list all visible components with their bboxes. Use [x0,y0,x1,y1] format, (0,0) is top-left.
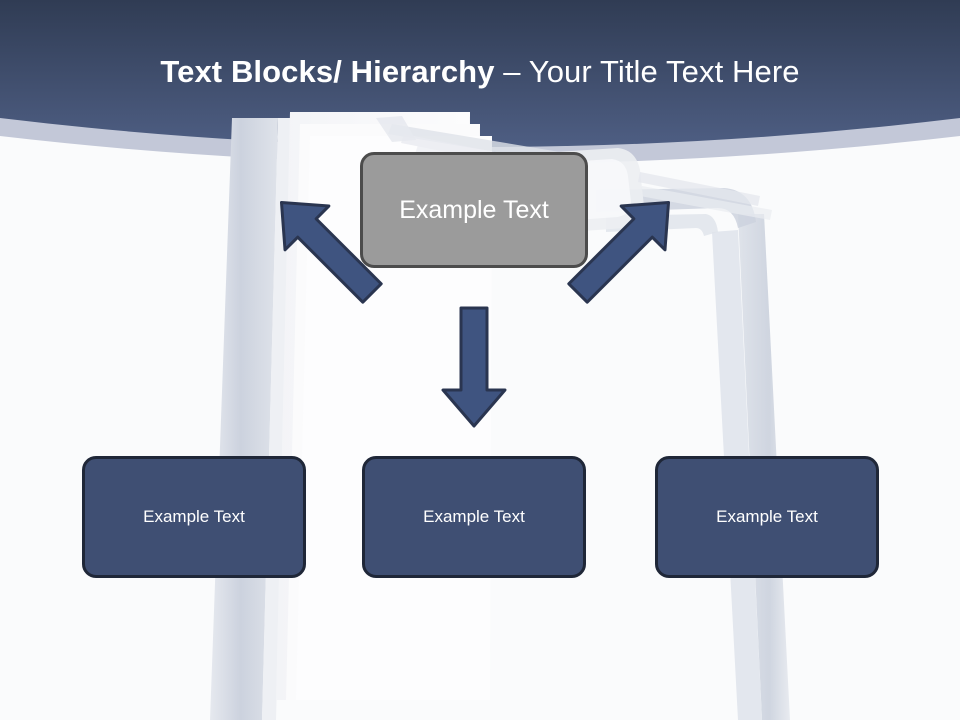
hierarchy-child-node-2[interactable]: Example Text [362,456,586,578]
hierarchy-child-node-3-label: Example Text [716,507,818,526]
hierarchy-top-node[interactable]: Example Text [360,152,588,268]
hierarchy-child-node-1-label: Example Text [143,507,245,526]
page-title-regular: – Your Title Text Here [503,54,800,89]
hierarchy-child-node-1[interactable]: Example Text [82,456,306,578]
page-title: Text Blocks/ Hierarchy – Your Title Text… [0,52,960,92]
page-title-bold: Text Blocks/ Hierarchy [160,54,504,89]
hierarchy-child-node-2-label: Example Text [423,507,525,526]
hierarchy-top-node-label: Example Text [399,195,549,224]
hierarchy-child-node-3[interactable]: Example Text [655,456,879,578]
